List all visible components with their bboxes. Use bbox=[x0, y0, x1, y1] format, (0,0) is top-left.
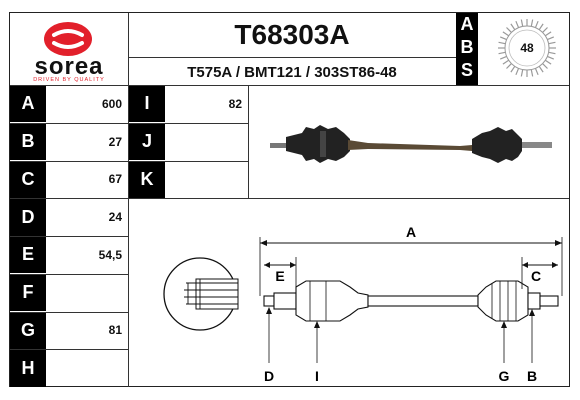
cross-references: T575A / BMT121 / 303ST86-48 bbox=[187, 64, 397, 81]
dim-label-c: C bbox=[531, 268, 541, 284]
dim-value-c: 67 bbox=[108, 172, 122, 187]
dim-value-d: 24 bbox=[108, 210, 122, 225]
brand-tagline: DRIVEN BY QUALITY bbox=[33, 77, 105, 83]
dim-label-b: B bbox=[527, 368, 537, 384]
dim-letter-i: I bbox=[129, 85, 165, 123]
dim-letter-k: K bbox=[129, 161, 165, 198]
dim-value-b: 27 bbox=[108, 134, 122, 149]
dim-label-a: A bbox=[406, 224, 416, 240]
dim-value-e: 54,5 bbox=[98, 247, 122, 262]
dim-letter-c: C bbox=[10, 161, 46, 198]
abs-letter-b: B bbox=[460, 37, 474, 57]
abs-letter-a: A bbox=[460, 14, 474, 34]
dim-letter-b: B bbox=[10, 123, 46, 160]
dim-value-g: 81 bbox=[108, 323, 122, 338]
dim-label-i: I bbox=[315, 368, 319, 384]
shaft-dimension-drawing: A E C D I G B bbox=[163, 224, 563, 384]
dim-label-e: E bbox=[275, 268, 284, 284]
brand-logo bbox=[10, 13, 128, 85]
dim-letter-j: J bbox=[129, 123, 165, 160]
dim-letter-h: H bbox=[10, 349, 46, 387]
drive-shaft-icon bbox=[270, 125, 552, 163]
brand-name: sorea bbox=[34, 53, 104, 80]
dim-value-a: 600 bbox=[101, 96, 122, 111]
technical-diagram: A E C D I G B bbox=[130, 201, 568, 387]
sorea-logo-icon bbox=[44, 22, 92, 56]
abs-ring bbox=[478, 13, 569, 85]
dim-letter-f: F bbox=[10, 274, 46, 311]
drive-shaft-photo bbox=[250, 87, 568, 197]
dim-label-g: G bbox=[499, 368, 510, 384]
dim-label-d: D bbox=[264, 368, 274, 384]
dim-letter-d: D bbox=[10, 198, 46, 236]
dim-letter-a: A bbox=[10, 85, 46, 123]
abs-indicator bbox=[456, 13, 478, 85]
dim-value-i: 82 bbox=[228, 96, 242, 111]
spec-sheet: sorea DRIVEN BY QUALITY T68303A T575A / … bbox=[9, 12, 570, 387]
part-number: T68303A bbox=[234, 19, 350, 50]
gear-icon bbox=[498, 19, 556, 77]
dim-letter-g: G bbox=[10, 312, 46, 349]
dim-letter-e: E bbox=[10, 236, 46, 274]
abs-teeth-count: 48 bbox=[520, 41, 534, 55]
abs-letter-s: S bbox=[460, 60, 473, 80]
